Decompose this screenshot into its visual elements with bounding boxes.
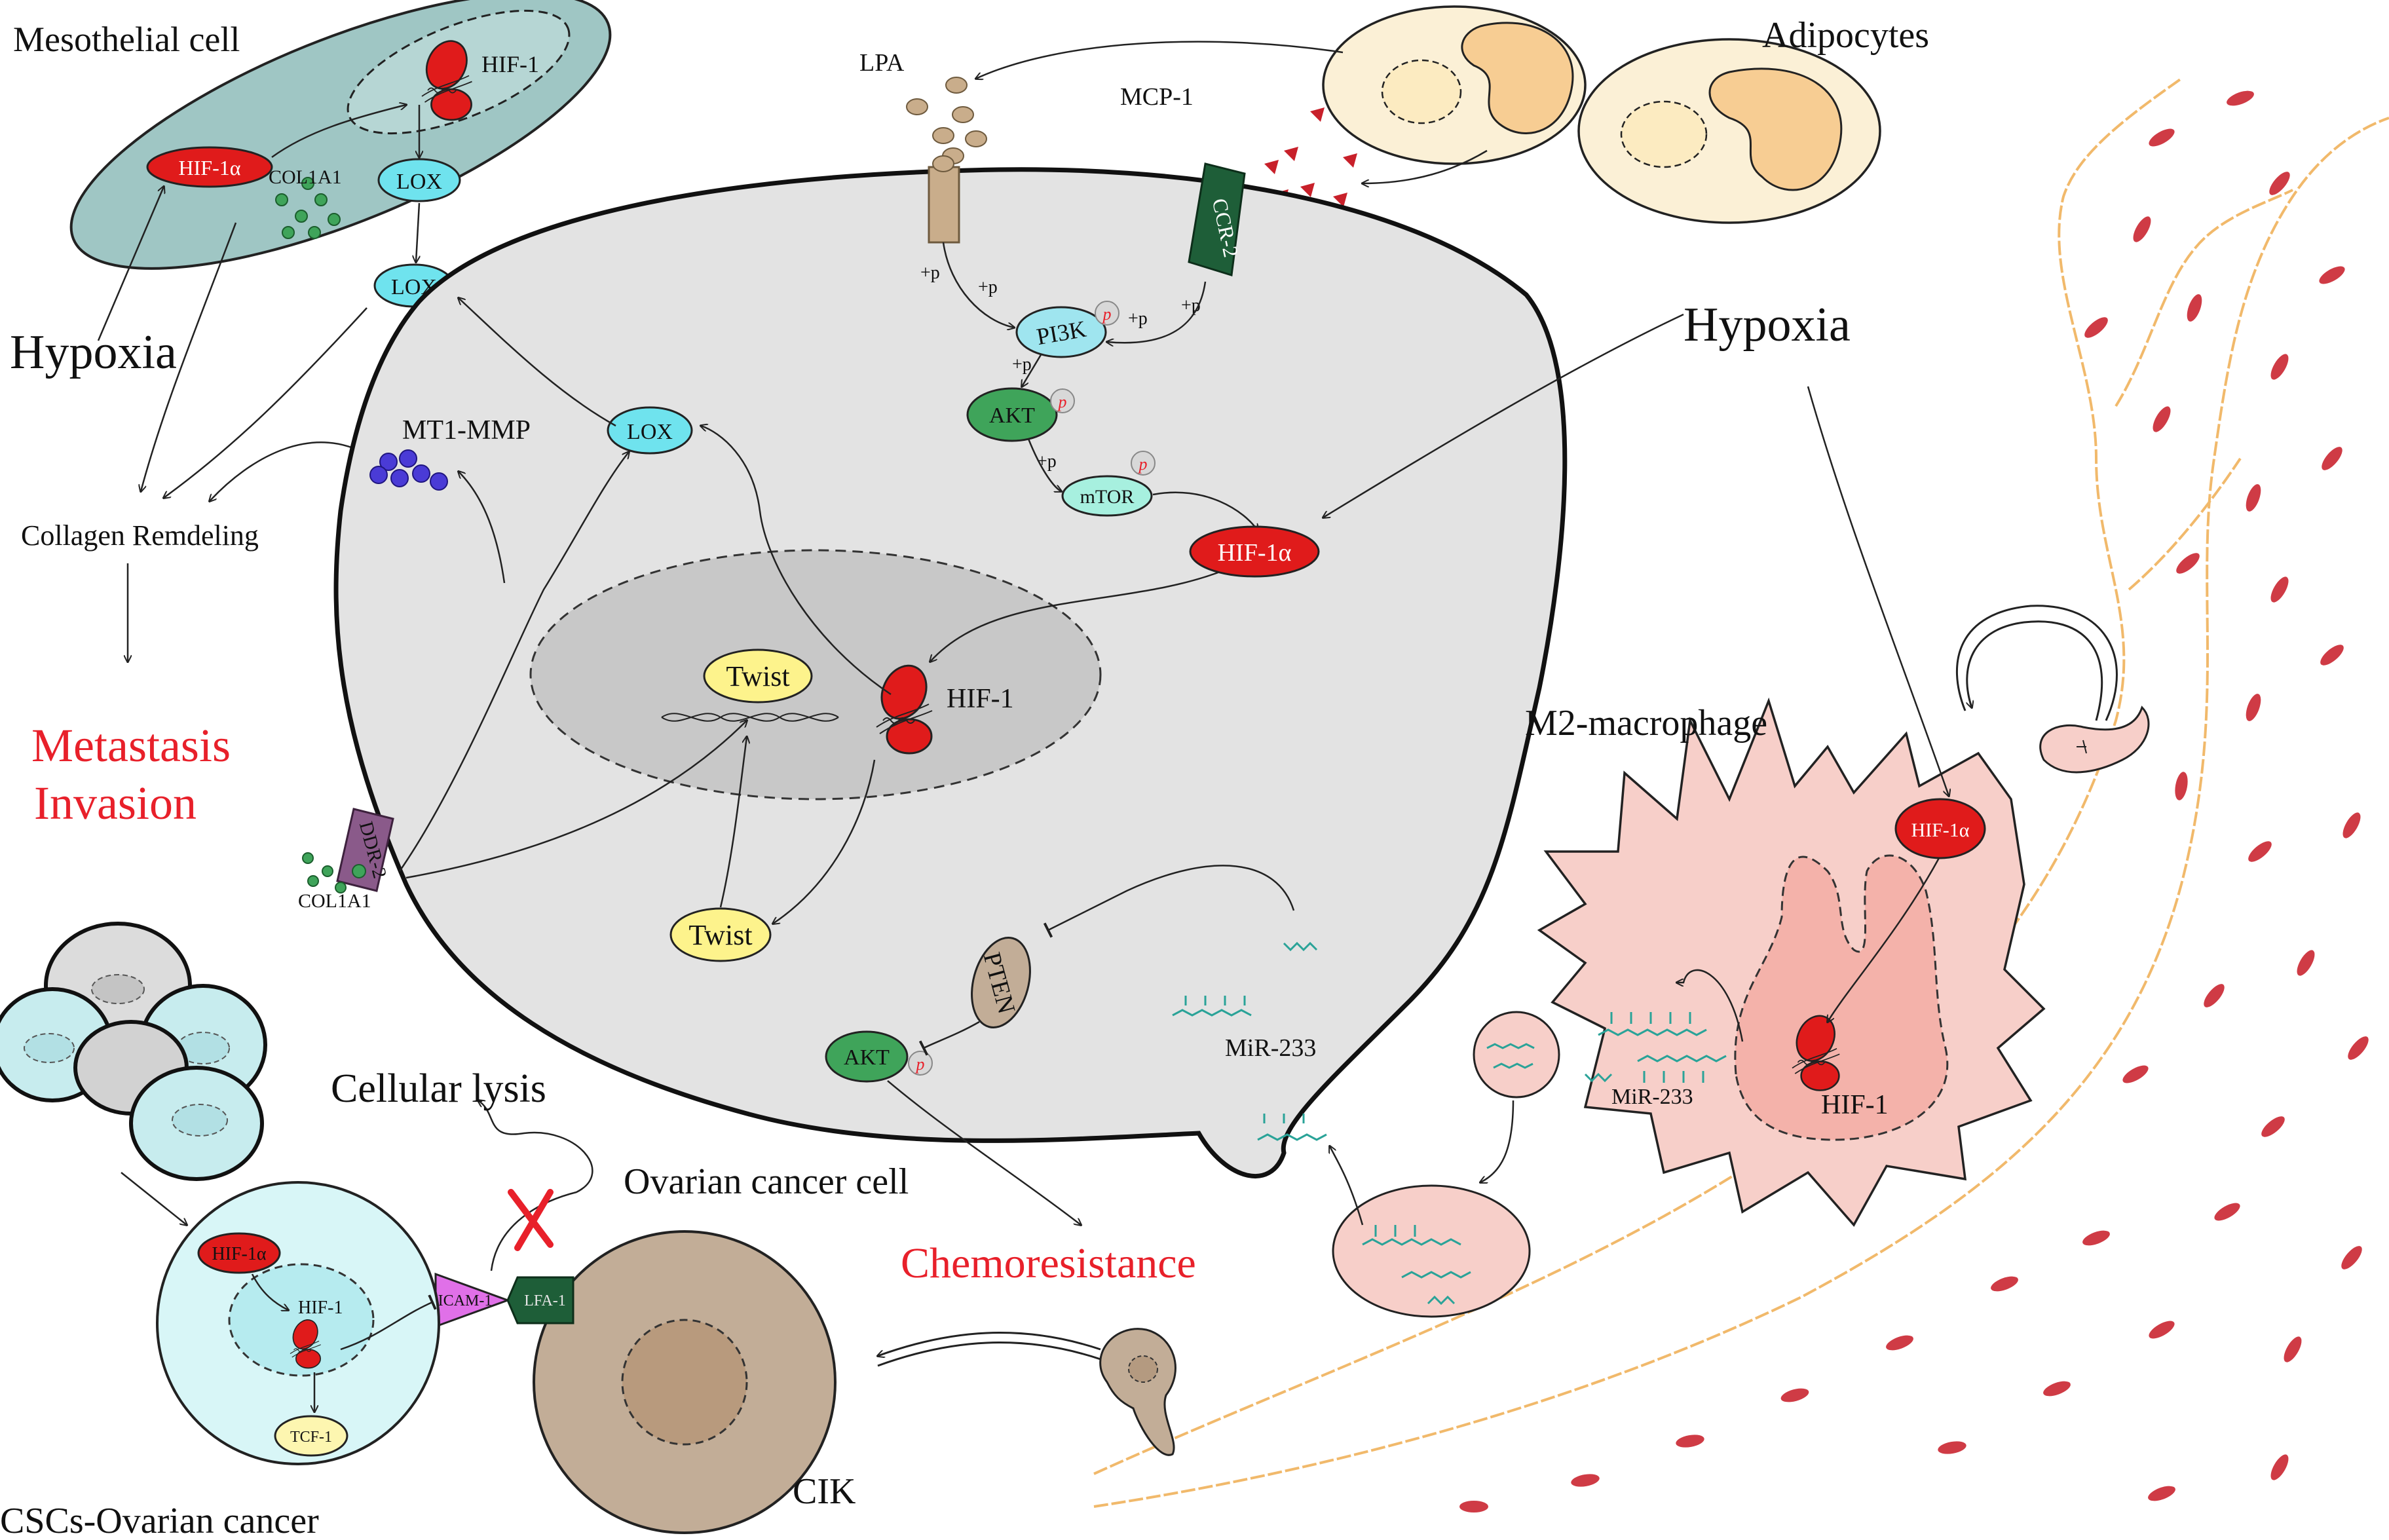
mtor-label: mTOR — [1080, 486, 1135, 508]
cik-nucleus — [621, 1319, 748, 1446]
meso-hif1-label: HIF-1 — [481, 51, 539, 77]
plus-p-1: +p — [920, 263, 940, 283]
col1a1-molecules — [302, 852, 366, 893]
twist-nucleus-node — [703, 648, 813, 704]
m2-hif1a-label: HIF-1α — [1911, 819, 1969, 841]
cancer-hif1-label: HIF-1 — [947, 684, 1014, 714]
mcp1-molecules — [1264, 107, 1357, 207]
plus-p-2: +p — [978, 277, 998, 297]
cancer-hif1a-label: HIF-1α — [1218, 539, 1292, 567]
lfa1-label: LFA-1 — [524, 1292, 566, 1309]
lfa1-receptor — [506, 1276, 574, 1324]
lpa-receptor — [928, 166, 960, 244]
pi3k-phospho-label: p — [1102, 305, 1112, 324]
invasion-label: Invasion — [34, 777, 197, 829]
collagen-remodeling-label: Collagen Remdeling — [21, 519, 259, 552]
ovarian-cancer-cell-label: Ovarian cancer cell — [624, 1161, 909, 1202]
mir233-cancer-label: MiR-233 — [1225, 1034, 1316, 1062]
cik-label: CIK — [793, 1471, 856, 1512]
mt1mmp-molecules — [369, 449, 448, 491]
tcf1-node — [274, 1415, 348, 1457]
m2-mir233 — [1584, 1012, 1727, 1083]
csc-hif1a-label: HIF-1α — [212, 1244, 266, 1264]
exosome-released-mirna — [1362, 1225, 1471, 1305]
ccr2-receptor — [1188, 162, 1246, 276]
cancer-cell-arrows — [398, 298, 892, 924]
cancer-cell-nucleus — [529, 549, 1102, 800]
akt-lower-node — [825, 1030, 909, 1083]
adipocytes — [1322, 5, 1881, 224]
mtor-node — [1061, 475, 1153, 517]
inhibition-lines — [918, 865, 1295, 1056]
twist-cytoplasm-node — [669, 907, 772, 962]
csc-arrow — [121, 1172, 187, 1225]
adipocyte-arrows — [976, 41, 1488, 183]
pi3k-node — [1015, 306, 1107, 358]
pi3k-phospho — [1095, 301, 1119, 326]
chemoresistance-arrow — [887, 1080, 1081, 1225]
akt-upper-label: AKT — [989, 404, 1035, 428]
meso-lox-label: LOX — [396, 170, 442, 194]
signaling-arrows — [930, 242, 1684, 662]
meso-hif1a-label: HIF-1α — [179, 156, 241, 179]
csc-cluster — [0, 922, 267, 1181]
exosome-budding-mirna — [1486, 1043, 1535, 1069]
hypoxia-left-label: Hypoxia — [10, 326, 177, 379]
col1a1-cancer-label: COL1A1 — [298, 890, 371, 912]
metastasis-label: Metastasis — [31, 719, 231, 772]
mir233-cancer-cell — [1172, 941, 1327, 1141]
akt-upper-node — [966, 387, 1058, 442]
exosome-released — [1332, 1184, 1531, 1318]
meso-col1a1-label: COL1A1 — [269, 166, 342, 188]
recruitment-arrows — [1956, 605, 2118, 721]
akt-lower-phospho-label: p — [915, 1055, 925, 1074]
twist-cytoplasm-label: Twist — [688, 919, 752, 951]
lpa-molecules — [906, 77, 987, 164]
plus-p-3: +p — [1128, 309, 1148, 329]
lpa-bound — [932, 155, 954, 172]
m2-macrophage-label: M2-macrophage — [1525, 703, 1767, 743]
icam1-label: ICAM-1 — [438, 1292, 493, 1309]
cik-recruit-arrow — [878, 1332, 1101, 1367]
pten-node — [971, 937, 1031, 1028]
cik-precursor — [1099, 1328, 1176, 1456]
chemoresistance-label: Chemoresistance — [901, 1239, 1196, 1287]
cancer-lox-label: LOX — [627, 420, 673, 444]
plus-p-5: +p — [1012, 354, 1032, 375]
akt-lower-label: AKT — [844, 1045, 890, 1070]
mesothelial-cell-label: Mesothelial cell — [13, 20, 240, 59]
mtor-phospho-label: p — [1138, 455, 1148, 474]
lpa-label: LPA — [859, 49, 905, 77]
hypoxia-right-label: Hypoxia — [1684, 298, 1851, 352]
mtor-phospho — [1131, 451, 1156, 476]
csc-arrows — [251, 1273, 437, 1412]
cscs-ovarian-label: CSCs-Ovarian cancer — [0, 1501, 319, 1540]
macrophage-arrows — [1330, 386, 1949, 1226]
monocyte-vessel — [2039, 705, 2150, 774]
twist-nucleus-label: Twist — [726, 660, 789, 692]
cancer-hif1a-node — [1189, 525, 1320, 578]
mcp1-label: MCP-1 — [1120, 83, 1194, 111]
lysis-arrow — [478, 1100, 593, 1271]
m2-hif1-label: HIF-1 — [1821, 1090, 1889, 1120]
adipocytes-label: Adipocytes — [1762, 15, 1929, 56]
m2-mir233-label: MiR-233 — [1611, 1085, 1693, 1109]
akt-upper-phospho — [1050, 388, 1075, 413]
csc-hif1-label: HIF-1 — [298, 1298, 343, 1318]
exosome-budding — [1473, 1011, 1560, 1099]
plus-p-4: +p — [1181, 295, 1201, 316]
m2-hif1a-node — [1894, 798, 1986, 859]
plus-p-6: +p — [1037, 451, 1057, 472]
m2-macrophage-nucleus — [1734, 854, 1949, 1141]
cancer-lox-node — [607, 406, 693, 455]
ddr2-receptor — [336, 808, 394, 892]
akt-upper-phospho-label: p — [1057, 392, 1067, 411]
cellular-lysis-label: Cellular lysis — [331, 1066, 546, 1111]
mt1mmp-label: MT1-MMP — [402, 415, 531, 445]
csc-hif1a-node — [197, 1232, 281, 1274]
blocked-x-icon — [508, 1189, 554, 1251]
tcf1-label: TCF-1 — [290, 1429, 332, 1446]
dna-strand — [661, 713, 839, 722]
